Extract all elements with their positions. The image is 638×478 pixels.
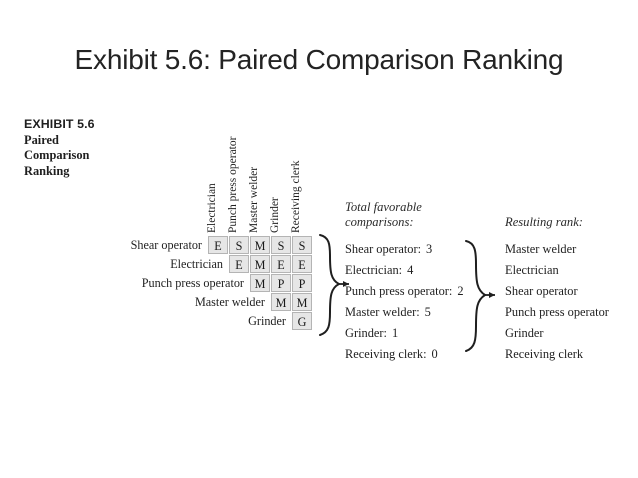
matrix-cell: M [250, 255, 270, 273]
ranking-entry: Master welder [505, 242, 577, 256]
matrix-row-label: Electrician [170, 257, 223, 271]
matrix-cell: M [250, 236, 270, 254]
totals-entry-count: 5 [424, 305, 431, 319]
totals-entry-name: Shear operator: [345, 242, 422, 256]
matrix-cell: M [271, 293, 291, 311]
totals-entry-name: Punch press operator: [345, 284, 453, 298]
matrix-row-label: Punch press operator [141, 276, 244, 290]
matrix-cell: S [292, 236, 312, 254]
matrix-column-header: Receiving clerk [290, 112, 313, 234]
totals-entry: Master welder: 5 [345, 302, 464, 323]
totals-entry-name: Master welder: [345, 305, 420, 319]
totals-entry-name: Electrician: [345, 263, 403, 277]
matrix-column-header-label: Grinder [269, 197, 281, 233]
matrix-column-header: Electrician [206, 112, 229, 234]
matrix-column-header-label: Electrician [206, 183, 218, 233]
ranking-entry: Receiving clerk [505, 347, 584, 361]
ranking-entry: Electrician [505, 263, 559, 277]
matrix-cell: E [292, 255, 312, 273]
totals-entry-count: 1 [391, 326, 399, 340]
totals-entry: Electrician: 4 [345, 260, 464, 281]
matrix-column-header: Master welder [248, 112, 271, 234]
matrix-column-header-label: Receiving clerk [290, 160, 302, 233]
matrix-column-headers: Electrician Punch press operator Master we… [206, 112, 318, 234]
totals-entry: Shear operator: 3 [345, 239, 464, 260]
matrix-cell: E [271, 255, 291, 273]
totals-entry: Receiving clerk: 0 [345, 344, 464, 365]
ranking-entry: Shear operator [505, 284, 578, 298]
matrix-cell: M [250, 274, 270, 292]
totals-entry-name: Grinder: [345, 326, 387, 340]
page-title: Exhibit 5.6: Paired Comparison Ranking [74, 44, 564, 75]
ranking-entry: Punch press operator [505, 305, 609, 319]
matrix-cell: S [271, 236, 291, 254]
matrix-row: Grinder G [118, 312, 318, 331]
matrix-cell: P [292, 274, 312, 292]
matrix-cell: E [229, 255, 249, 273]
matrix-cell: S [229, 236, 249, 254]
totals-title-line-1: Total favorable [345, 200, 422, 214]
totals-entry-count: 0 [431, 347, 438, 361]
matrix-cell: E [208, 236, 228, 254]
matrix-row-label: Master welder [194, 295, 265, 309]
matrix-row-label: Shear operator [130, 238, 202, 252]
figure-caption-head: EXHIBIT 5.6 [24, 117, 95, 131]
matrix-cell: G [292, 312, 312, 330]
matrix-cell: P [271, 274, 291, 292]
totals-entry-count: 3 [426, 242, 433, 256]
brace-totals-to-rank [465, 240, 495, 352]
totals-entry-count: 2 [457, 284, 464, 298]
figure-caption-line-3: Ranking [24, 163, 70, 178]
totals-entry: Grinder: 1 [345, 323, 464, 344]
ranking-title: Resulting rank: [505, 215, 583, 229]
ranking-entry: Grinder [505, 326, 544, 340]
matrix-row-label: Grinder [248, 314, 286, 328]
brace-matrix-to-totals [319, 234, 349, 336]
figure-caption-line-1: Paired [24, 132, 59, 147]
figure-caption: EXHIBIT 5.6 Paired Comparison Ranking [24, 117, 134, 179]
totals-column: Total favorable comparisons: Shear opera… [345, 200, 464, 365]
totals-entry: Punch press operator: 2 [345, 281, 464, 302]
matrix-column-header-label: Master welder [248, 166, 260, 233]
figure-caption-line-2: Comparison [24, 148, 90, 162]
totals-title-line-2: comparisons: [345, 215, 414, 229]
matrix-column-header: Punch press operator [227, 112, 250, 234]
matrix-cell: M [292, 293, 312, 311]
matrix-column-header-label: Punch press operator [227, 136, 239, 233]
totals-title: Total favorable comparisons: [345, 200, 464, 230]
totals-entry-name: Receiving clerk: [345, 347, 427, 361]
totals-entry-count: 4 [407, 263, 414, 277]
matrix-column-header: Grinder [269, 112, 292, 234]
